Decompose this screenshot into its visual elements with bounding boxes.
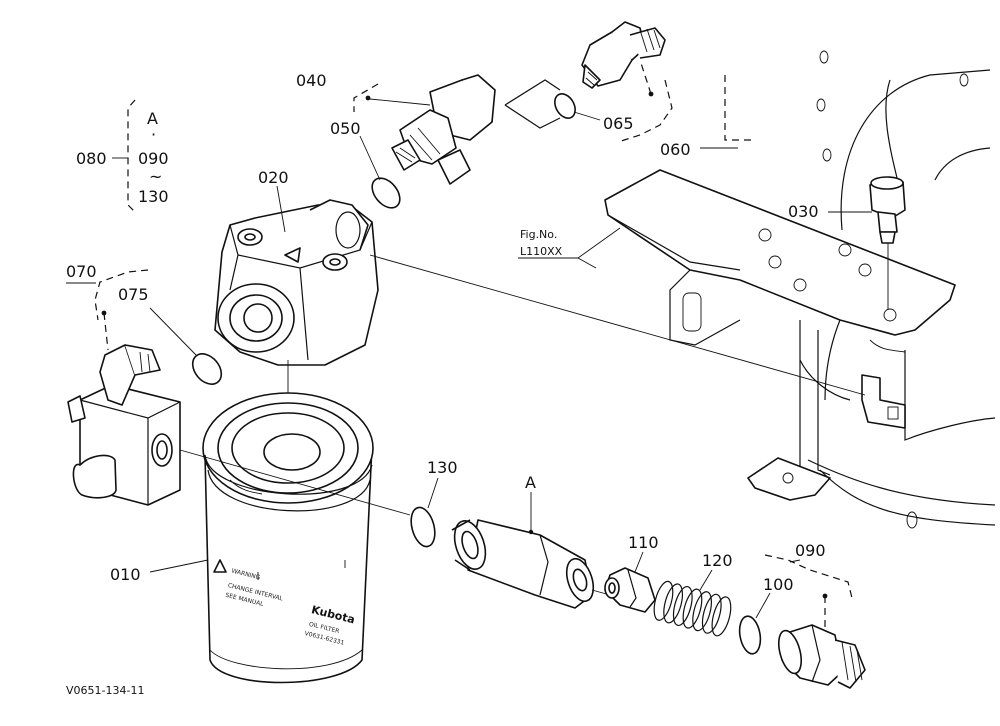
part-a-valve-housing [451, 492, 611, 609]
bracket-090 [764, 554, 853, 599]
part-030-plug [869, 176, 906, 310]
part-050-o-ring [359, 135, 401, 209]
label-100: 100 [763, 575, 794, 594]
frame-bracket [604, 50, 996, 529]
label-080: 080 [76, 149, 107, 168]
label-090: 090 [795, 541, 826, 560]
group-080-dot: · [151, 125, 156, 144]
label-120: 120 [702, 551, 733, 570]
label-070: 070 [66, 262, 97, 281]
fig-ref-line2: L110XX [520, 245, 563, 258]
label-030: 030 [788, 202, 819, 221]
part-090-plug [777, 593, 866, 689]
label-075: 075 [118, 285, 149, 304]
group-080-from: 090 [138, 149, 169, 168]
part-060-elbow [581, 21, 666, 97]
label-130: 130 [427, 458, 458, 477]
label-050: 050 [330, 119, 361, 138]
part-130-o-ring [410, 477, 439, 548]
bracket-070 [94, 269, 149, 321]
bracket-060 [617, 79, 673, 143]
fig-ref-line1: Fig.No. [520, 228, 557, 241]
drawing-id: V0651-134-11 [66, 684, 144, 697]
part-075-o-ring [149, 307, 223, 385]
label-010: 010 [110, 565, 141, 584]
group-080-tilde: ~ [149, 167, 162, 186]
part-120-spring [653, 569, 732, 637]
label-a: A [525, 473, 536, 492]
part-065-o-ring [504, 79, 601, 129]
bracket-080 [127, 99, 136, 213]
label-040: 040 [296, 71, 327, 90]
warning-icon [213, 559, 227, 573]
bracket-040 [353, 83, 379, 112]
label-065: 065 [603, 114, 634, 133]
part-040-elbow [365, 74, 496, 185]
label-020: 020 [258, 168, 289, 187]
part-010-oil-filter: Kubota WARNING CHANGE INTERVAL SEE MANUA… [149, 392, 374, 684]
part-100-o-ring [738, 592, 771, 655]
label-110: 110 [628, 533, 659, 552]
part-110-poppet [604, 551, 656, 613]
group-080-top: A [147, 109, 158, 128]
part-020-filter-head [214, 185, 866, 470]
part-070-fitting-block [67, 310, 411, 516]
group-080-to: 130 [138, 187, 169, 206]
label-060: 060 [660, 140, 691, 159]
